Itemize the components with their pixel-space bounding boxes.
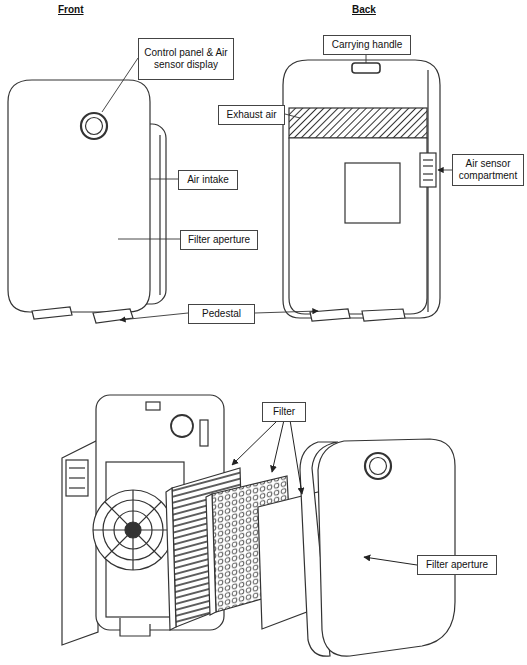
callout-text: Exhaust air [223, 109, 280, 121]
callout-text: Air sensor compartment [457, 158, 519, 182]
sensor-slot [423, 159, 433, 160]
leader-arrow [290, 420, 302, 494]
sensor-slot [423, 165, 433, 166]
exhaust-grille [289, 108, 427, 138]
leader-arrow [232, 420, 278, 465]
housing-tab [200, 420, 208, 446]
leader-lines [102, 55, 452, 320]
filter-edge [206, 494, 216, 615]
callout-box: Carrying handle [323, 35, 411, 55]
control-panel-ring [365, 453, 391, 479]
back-body [283, 60, 440, 318]
callout-text: Control panel & Air sensor display [143, 47, 229, 71]
leader-line [102, 58, 138, 112]
leader-line [150, 179, 178, 180]
callout-box: Control panel & Air sensor display [138, 38, 234, 80]
rear-panel [289, 138, 427, 314]
filter-arrows [232, 420, 417, 565]
exploded-view [62, 395, 455, 656]
carrying-handle [352, 63, 380, 73]
callout-text: Filter aperture [422, 559, 492, 571]
pedestal-foot [93, 309, 133, 323]
leader-arrow [438, 170, 452, 171]
callout-text: Air intake [183, 174, 233, 186]
callout-box: Filter aperture [417, 555, 497, 575]
leader-arrow [364, 557, 417, 565]
back-unit [283, 60, 440, 321]
housing-clip [146, 402, 160, 410]
callout-text: Filter [267, 406, 301, 418]
callout-box: Exhaust air [218, 105, 285, 125]
view-heading: Back [352, 4, 376, 15]
callout-text: Filter aperture [185, 234, 253, 246]
callout-box: Filter [262, 402, 306, 422]
air-sensor-compartment [420, 153, 436, 187]
callout-box: Air sensor compartment [452, 154, 524, 186]
side-edge [159, 135, 160, 295]
sensor-slot [423, 173, 433, 174]
side-grille-slot [69, 467, 85, 468]
side-grille-slot [69, 487, 85, 488]
side-grille-slot [69, 477, 85, 478]
leader-arrow [272, 420, 284, 472]
fan-spokes [93, 490, 173, 570]
control-panel-display [86, 118, 103, 135]
leader-line [285, 114, 300, 118]
callout-box: Air intake [178, 170, 238, 190]
leader-arrow [120, 313, 188, 320]
view-heading: Front [58, 4, 84, 15]
front-cover [318, 439, 455, 656]
filter-edge [166, 488, 176, 630]
sensor-slot [423, 179, 433, 180]
callout-box: Filter aperture [180, 230, 258, 250]
front-unit [8, 80, 166, 323]
leader-arrow [255, 311, 318, 313]
front-panel [8, 80, 150, 312]
housing-side [62, 440, 98, 645]
fan-guard [93, 490, 173, 570]
rear-label-plate [345, 163, 400, 223]
side-grille [66, 460, 88, 496]
pedestal-foot [362, 309, 405, 321]
housing-bracket [120, 618, 150, 636]
leader-line [118, 239, 180, 240]
callout-box: Pedestal [188, 304, 255, 324]
pedestal-foot [32, 307, 72, 319]
control-panel-socket [171, 415, 193, 437]
leader-line [366, 55, 367, 63]
control-panel-display [370, 458, 387, 475]
callout-text: Pedestal [193, 308, 250, 320]
callout-text: Carrying handle [328, 39, 406, 51]
control-panel-ring [81, 113, 107, 139]
